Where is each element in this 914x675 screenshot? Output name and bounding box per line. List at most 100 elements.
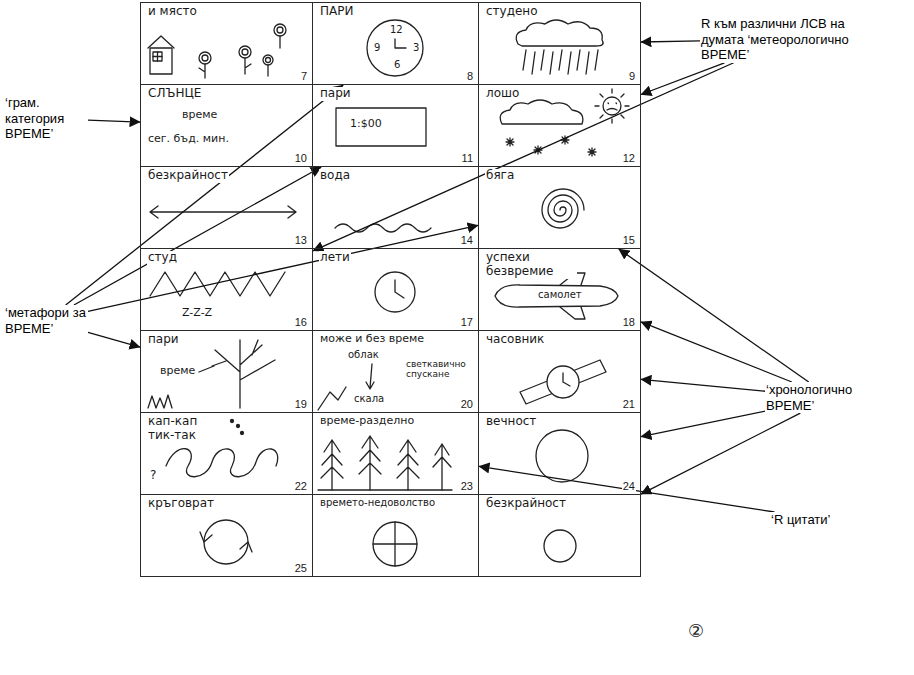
sketch-stroke — [563, 373, 570, 386]
grid-cell: успехи безвремиесамолет18 — [478, 248, 641, 331]
grid-cell: паривреме19 — [140, 330, 313, 413]
annotation-text: R към различни ЛСВ на думата ‘метеоролог… — [700, 16, 872, 63]
sketch-stroke — [242, 49, 248, 55]
cell-number: 25 — [294, 562, 308, 575]
cell-heading: времето-недоволство — [319, 497, 436, 509]
pointer-arrow — [479, 466, 774, 512]
sketch-stroke — [547, 366, 579, 398]
grid-cell: време-разделно23 — [312, 412, 479, 495]
cell-heading: часовник — [485, 333, 545, 347]
cell-note: 1:$00 — [349, 118, 383, 131]
sketch-stroke — [588, 148, 596, 156]
sketch-stroke — [199, 52, 211, 64]
annotation-label: ‘метафори за ВРЕМЕ’ — [4, 305, 88, 336]
cell-number: 22 — [294, 480, 308, 493]
cell-heading: студено — [485, 5, 539, 19]
cell-number: 18 — [622, 316, 636, 329]
pointer-arrow — [641, 41, 700, 42]
banknote-sketch — [336, 108, 426, 146]
sketch-stroke — [212, 340, 275, 408]
sketch-stroke — [375, 272, 415, 312]
sketch-stroke — [523, 50, 598, 74]
cell-note: Z-Z-Z — [181, 307, 213, 320]
cell-note: светкавично спускане — [405, 359, 479, 380]
cell-number: 13 — [294, 234, 308, 247]
wave-sketch — [335, 224, 431, 232]
sketch-stroke — [603, 97, 621, 115]
sketch-stroke — [373, 522, 417, 566]
grid-cell: безкрайност — [478, 494, 641, 577]
pointer-arrow — [641, 63, 724, 95]
cell-note: 12 — [389, 24, 404, 36]
sketch-stroke — [266, 58, 271, 63]
sketch-stroke — [506, 138, 514, 146]
annotation-text: ‘хронологично ВРЕМЕ’ — [765, 382, 897, 413]
cell-number: 24 — [622, 480, 636, 493]
double-arrow-sketch — [150, 206, 296, 218]
cell-note: време — [181, 109, 218, 122]
grid-cell: безкрайност13 — [140, 166, 313, 249]
cell-heading: ПАРИ — [319, 5, 354, 19]
pointer-arrow — [88, 120, 140, 122]
sketch-stroke — [397, 440, 419, 490]
cycle-sketch — [200, 520, 252, 564]
sketch-stroke — [318, 387, 346, 410]
annotation-text: ‘R цитати’ — [770, 512, 880, 528]
sketch-stroke — [595, 89, 629, 123]
pointer-arrow — [88, 332, 140, 347]
cell-heading: лошо — [485, 87, 520, 101]
cell-note: сег. бъд. мин. — [147, 133, 230, 146]
pointer-arrow — [74, 167, 321, 305]
sketch-stroke — [153, 52, 162, 61]
sketch-stroke — [245, 58, 251, 74]
clock-sketch — [367, 20, 423, 76]
cell-note: облак — [347, 349, 380, 361]
sketch-stroke — [150, 48, 172, 74]
grid-cell: лети17 — [312, 248, 479, 331]
cell-heading: бяга — [485, 169, 515, 183]
sketch-stroke — [367, 20, 423, 76]
sketch-stroke — [239, 46, 251, 58]
sketch-stroke — [166, 449, 278, 477]
pointer-arrow — [641, 413, 800, 494]
annotation-label: ‘R цитати’ — [770, 512, 880, 528]
cell-note: самолет — [537, 289, 583, 301]
cell-number: 16 — [294, 316, 308, 329]
airplane-sketch — [495, 273, 618, 319]
pointer-arrow — [641, 322, 792, 382]
sketch-stroke — [148, 395, 172, 408]
pointer-arrow — [641, 411, 765, 437]
sketch-stroke — [373, 522, 417, 566]
cell-heading: пари — [147, 333, 180, 347]
cell-heading: кръговрат — [147, 497, 215, 511]
sketch-stroke — [318, 489, 452, 490]
sketch-stroke — [366, 364, 374, 389]
sketch-stroke — [321, 440, 343, 490]
grid-cell: кръговрат 25 — [140, 494, 313, 577]
cell-number: 15 — [622, 234, 636, 247]
sketch-stroke — [279, 36, 280, 48]
grid-cell: ПАРИ123698 — [312, 2, 479, 85]
cell-heading: вода — [319, 169, 351, 183]
cell-note: скала — [353, 393, 385, 405]
grid-cell: кап-кап тик-так?22 — [140, 412, 313, 495]
cell-heading: лети — [319, 251, 351, 265]
cell-number: 12 — [622, 152, 636, 165]
crossed-circle-sketch — [373, 522, 417, 566]
watch-sketch — [520, 360, 606, 404]
cell-note: 3 — [412, 42, 420, 54]
cell-number: 10 — [294, 152, 308, 165]
sketch-stroke — [148, 20, 629, 566]
pointer-arrow — [641, 379, 765, 391]
cell-heading: вечност — [485, 415, 537, 429]
sketch-stroke — [200, 532, 252, 552]
sketch-stroke — [263, 55, 273, 65]
cell-number: 19 — [294, 398, 308, 411]
grid-cell: СЛЪНЦЕвремесег. бъд. мин.10 — [140, 84, 313, 167]
sketch-stroke — [148, 36, 174, 48]
cell-heading: време-разделно — [319, 415, 415, 428]
grid-cell: бяга 15 — [478, 166, 641, 249]
